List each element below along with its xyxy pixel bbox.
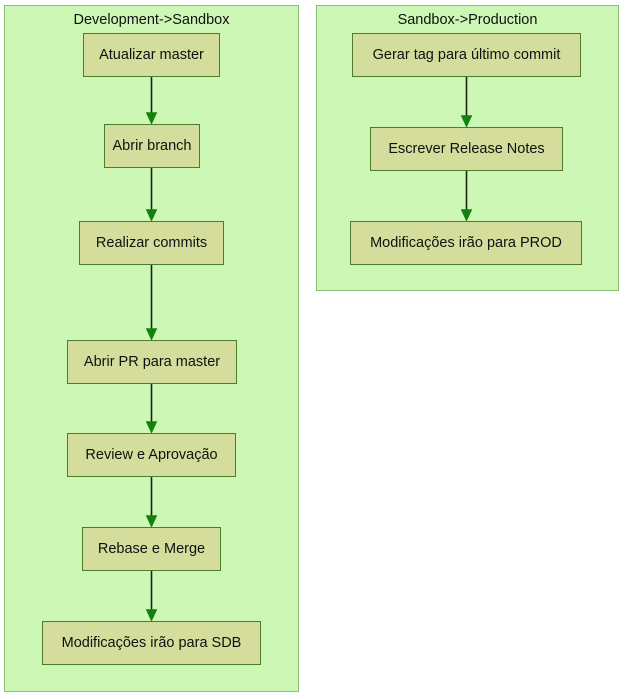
node-label: Modificações irão para PROD: [370, 235, 562, 251]
cluster-title-development-sandbox: Development->Sandbox: [73, 12, 230, 28]
node-label: Rebase e Merge: [97, 541, 206, 557]
node-modificacoes-irao-para-prod[interactable]: Modificações irão para PROD: [350, 221, 582, 265]
edge-gerar-tag-to-escrever-release-notes: [460, 77, 473, 128]
node-label: Gerar tag para último commit: [372, 47, 561, 63]
node-label: Review e Aprovação: [85, 447, 218, 463]
node-label: Escrever Release Notes: [388, 141, 545, 157]
edge-realizar-commits-to-abrir-pr-para-master: [145, 265, 158, 341]
node-label: Atualizar master: [99, 47, 204, 63]
node-label: Realizar commits: [95, 235, 208, 251]
node-label: Modificações irão para SDB: [61, 635, 242, 651]
cluster-title-sandbox-production: Sandbox->Production: [397, 12, 538, 28]
node-rebase-e-merge[interactable]: Rebase e Merge: [82, 527, 221, 571]
node-label: Abrir PR para master: [83, 354, 221, 370]
node-realizar-commits[interactable]: Realizar commits: [79, 221, 224, 265]
edge-review-e-aprovacao-to-rebase-e-merge: [145, 477, 158, 528]
node-abrir-pr-para-master[interactable]: Abrir PR para master: [67, 340, 237, 384]
node-gerar-tag-para-ultimo-commit[interactable]: Gerar tag para último commit: [352, 33, 581, 77]
node-abrir-branch[interactable]: Abrir branch: [104, 124, 200, 168]
node-escrever-release-notes[interactable]: Escrever Release Notes: [370, 127, 563, 171]
edge-escrever-release-notes-to-modificacoes-irao-para-prod: [460, 171, 473, 222]
node-review-e-aprovacao[interactable]: Review e Aprovação: [67, 433, 236, 477]
edge-abrir-branch-to-realizar-commits: [145, 168, 158, 222]
node-label: Abrir branch: [112, 138, 192, 154]
edge-rebase-e-merge-to-modificacoes-irao-para-sdb: [145, 571, 158, 622]
node-atualizar-master[interactable]: Atualizar master: [83, 33, 220, 77]
edge-atualizar-master-to-abrir-branch: [145, 77, 158, 125]
node-modificacoes-irao-para-sdb[interactable]: Modificações irão para SDB: [42, 621, 261, 665]
edge-abrir-pr-para-master-to-review-e-aprovacao: [145, 384, 158, 434]
